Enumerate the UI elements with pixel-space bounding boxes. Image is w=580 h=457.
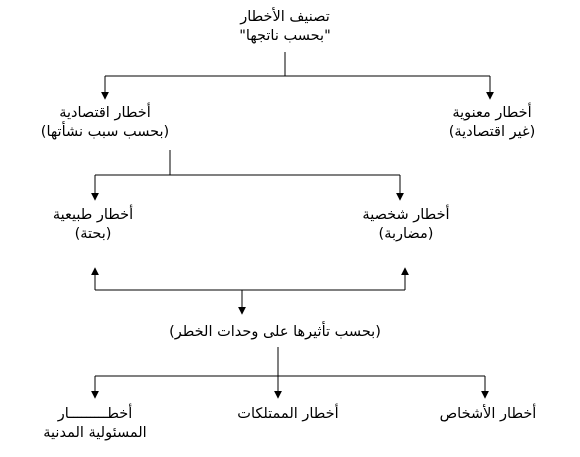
- node-persons: أخطار الأشخاص: [428, 405, 548, 424]
- node-personal: أخطار شخصية (مضاربة): [346, 206, 466, 244]
- node-liability: أخطـــــــــار المسئولية المدنية: [30, 405, 160, 443]
- node-persons-title: أخطار الأشخاص: [439, 406, 537, 422]
- node-property-title: أخطار الممتلكات: [237, 406, 339, 422]
- node-property: أخطار الممتلكات: [228, 405, 348, 424]
- node-natural-subtitle: (بحتة): [74, 226, 112, 242]
- node-root-subtitle: "بحسب ناتجها": [239, 28, 331, 44]
- node-moral-subtitle: (غير اقتصادية): [448, 124, 536, 140]
- node-impact-title: (بحسب تأثيرها على وحدات الخطر): [169, 324, 381, 340]
- node-natural: أخطار طبيعية (بحتة): [38, 206, 148, 244]
- node-liability-subtitle: المسئولية المدنية: [43, 425, 147, 441]
- node-personal-subtitle: (مضاربة): [378, 226, 434, 242]
- node-moral-title: أخطار معنوية: [452, 105, 532, 121]
- node-natural-title: أخطار طبيعية: [52, 207, 134, 223]
- node-economic-subtitle: (بحسب سبب نشأتها): [40, 124, 170, 140]
- node-liability-title: أخطـــــــــار: [57, 406, 133, 422]
- node-personal-title: أخطار شخصية: [362, 207, 450, 223]
- node-economic-title: أخطار اقتصادية: [59, 105, 151, 121]
- node-root-title: تصنيف الأخطار: [240, 9, 330, 25]
- node-root: تصنيف الأخطار "بحسب ناتجها": [215, 8, 355, 46]
- node-moral: أخطار معنوية (غير اقتصادية): [432, 104, 552, 142]
- node-economic: أخطار اقتصادية (بحسب سبب نشأتها): [30, 104, 180, 142]
- node-impact: (بحسب تأثيرها على وحدات الخطر): [150, 323, 400, 342]
